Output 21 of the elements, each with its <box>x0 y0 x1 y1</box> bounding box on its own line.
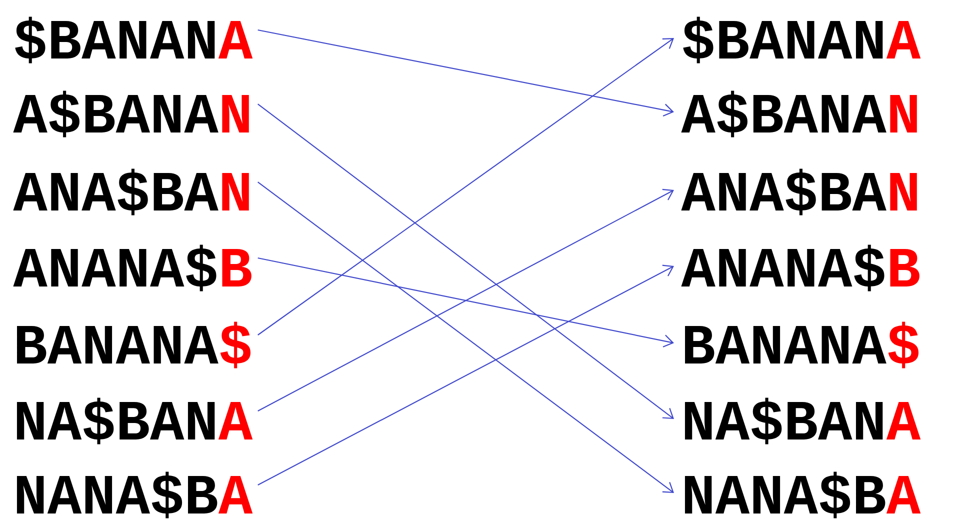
arrow <box>258 182 674 493</box>
rotation-word: A$BANAN <box>681 90 917 138</box>
arrow <box>258 38 674 336</box>
rotation-word: NANA$BA <box>16 472 253 518</box>
rotation-word: NANA$BA <box>684 472 921 518</box>
rotation-word: ANANA$B <box>681 244 920 292</box>
arrow <box>258 29 674 116</box>
arrow <box>258 188 674 412</box>
rotation-word: BANANA$ <box>685 322 918 368</box>
rotation-word: $BANANA <box>15 16 253 64</box>
arrow <box>258 257 674 348</box>
rotation-word: $BANANA <box>683 16 921 64</box>
arrow <box>258 264 674 486</box>
rotation-word: ANANA$B <box>13 244 252 292</box>
rotation-word: NA$BANA <box>684 398 921 444</box>
arrow <box>258 104 674 419</box>
rotation-word: NA$BANA <box>16 398 253 444</box>
rotation-word: BANANA$ <box>17 322 250 368</box>
rotation-word: ANA$BAN <box>681 168 917 216</box>
rotation-word: ANA$BAN <box>13 168 249 216</box>
rotation-word: A$BANAN <box>13 90 249 138</box>
